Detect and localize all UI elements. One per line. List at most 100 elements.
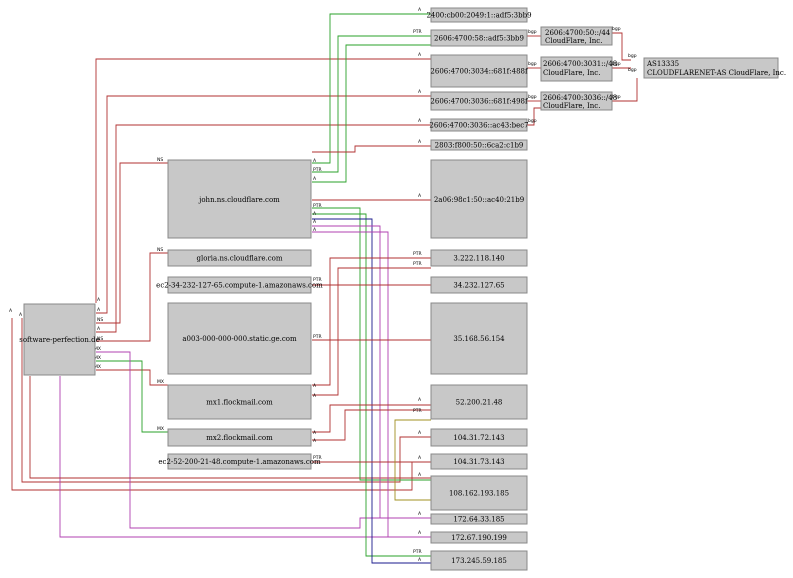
node-ipv4[interactable] [430, 428, 528, 447]
edge-label: MX [94, 364, 101, 370]
edge-john-v6b [312, 35, 431, 173]
edge-label: bgp [528, 118, 537, 124]
edge-label: A [418, 89, 422, 95]
edge-john-v6b2 [312, 44, 431, 183]
node-label: CLOUDFLARENET-AS CloudFlare, Inc. [647, 69, 786, 77]
edge-ns-john [96, 162, 168, 324]
node-ns[interactable] [167, 249, 312, 267]
node-label: mx2.flockmail.com [206, 434, 273, 442]
edge-label: A [418, 455, 422, 461]
edge-olive-ip7 [394, 419, 431, 501]
edge-label: MX [157, 379, 164, 385]
node-ipv4[interactable] [430, 276, 528, 294]
edge-label: PTR [413, 261, 422, 267]
node-domain[interactable] [23, 303, 96, 376]
edge-bgp-v6e [527, 107, 541, 126]
edge-magenta-ip9 [59, 376, 431, 538]
node-ipv6[interactable] [430, 7, 528, 23]
edge-label: A [313, 438, 317, 444]
node-ipv4[interactable] [430, 513, 528, 525]
node-label: 3.222.118.140 [453, 255, 504, 263]
edge-label: A [418, 530, 422, 536]
edge-red-ip7 [29, 376, 431, 479]
node-host[interactable] [167, 276, 312, 294]
nodes: software-perfection.de john.ns.cloudflar… [19, 7, 786, 571]
node-ipv6[interactable] [430, 29, 528, 47]
edge-john-v6a [312, 13, 431, 164]
edge-label: A [313, 430, 317, 436]
node-ipv6[interactable] [430, 159, 528, 239]
edge-label: PTR [313, 203, 322, 209]
edge-john-ip10b [312, 218, 431, 564]
node-mx[interactable] [167, 428, 312, 447]
node-label: software-perfection.de [19, 336, 99, 344]
edge-label: A [418, 7, 422, 13]
node-label: CloudFlare, Inc. [545, 37, 602, 45]
node-ipv4[interactable] [430, 453, 528, 470]
edge-label: bgp [528, 61, 537, 67]
edge-label: NS [97, 336, 103, 342]
node-label: ec2-34-232-127-65.compute-1.amazonaws.co… [156, 282, 323, 290]
edge-label: PTR [313, 167, 322, 173]
edge-label: A [313, 383, 317, 389]
edge-label: A [313, 158, 317, 164]
node-asn[interactable] [643, 57, 779, 79]
node-label: 2400:cb00:2049:1::adf5:3bb9 [426, 12, 531, 20]
edge-labels: A PTR A A A A A PTR PTR A PTR A A A A A … [9, 7, 637, 563]
node-mx[interactable] [167, 384, 312, 420]
node-label: 2606:4700:3036::/48 [543, 94, 617, 102]
edge-label: A [418, 52, 422, 58]
node-host[interactable] [167, 302, 312, 375]
node-host[interactable] [167, 453, 312, 470]
edge-label: PTR [413, 408, 422, 414]
edge-label: A [97, 297, 101, 303]
node-label: 2a06:98c1:50::ac40:21b9 [434, 196, 524, 204]
edge-john-ip10 [312, 213, 431, 557]
node-ipv4[interactable] [430, 249, 528, 267]
node-label: 35.168.56.154 [453, 335, 505, 343]
node-prefix[interactable] [540, 91, 613, 111]
edge-label: MX [94, 355, 101, 361]
edge-bgp-pfx1 [612, 32, 631, 61]
node-ipv4[interactable] [430, 550, 528, 571]
node-label: john.ns.cloudflare.com [198, 196, 280, 204]
edge-label: A [97, 326, 101, 332]
edge-label: PTR [413, 549, 422, 555]
node-ipv6[interactable] [430, 91, 528, 111]
node-label: 2606:4700:3036::ac43:bec7 [429, 122, 528, 130]
node-label: mx1.flockmail.com [206, 399, 273, 407]
edge-mx-mx2 [96, 360, 168, 433]
edge-label: PTR [413, 29, 422, 35]
node-ipv4[interactable] [430, 531, 528, 544]
node-label: 52.200.21.48 [456, 399, 503, 407]
node-label: 34.232.127.65 [453, 282, 504, 290]
node-ipv6[interactable] [430, 139, 528, 151]
edge-a-v6e [96, 124, 431, 333]
edge-label: bgp [628, 67, 637, 73]
edge-label: A [418, 557, 422, 563]
edge-label: NS [157, 247, 163, 253]
node-prefix[interactable] [540, 56, 613, 82]
edge-john-ip8 [312, 225, 431, 519]
edge-label: A [313, 176, 317, 182]
edge-label: bgp [528, 94, 537, 100]
node-ipv4[interactable] [430, 384, 528, 420]
node-ipv6[interactable] [430, 118, 528, 132]
edge-label: PTR [313, 334, 322, 340]
node-ns[interactable] [167, 159, 312, 239]
edge-label: PTR [313, 455, 322, 461]
node-prefix[interactable] [540, 26, 613, 46]
node-label: 2606:4700:3031::/48 [543, 60, 617, 68]
node-ipv4[interactable] [430, 302, 528, 375]
node-ipv4[interactable] [430, 475, 528, 511]
node-label: AS13335 [646, 60, 679, 68]
edge-a-v6d [96, 95, 431, 314]
node-label: a003-000-000-000.static.ge.com [182, 335, 297, 343]
node-label: CloudFlare, Inc. [543, 102, 600, 110]
node-label: gloria.ns.cloudflare.com [197, 255, 283, 263]
edge-label: bgp [628, 53, 637, 59]
edges [11, 13, 638, 564]
edge-ptr-ip4b [312, 409, 431, 441]
node-label: 2606:4700:3034::681f:488f [430, 68, 529, 76]
node-ipv6[interactable] [430, 54, 528, 88]
